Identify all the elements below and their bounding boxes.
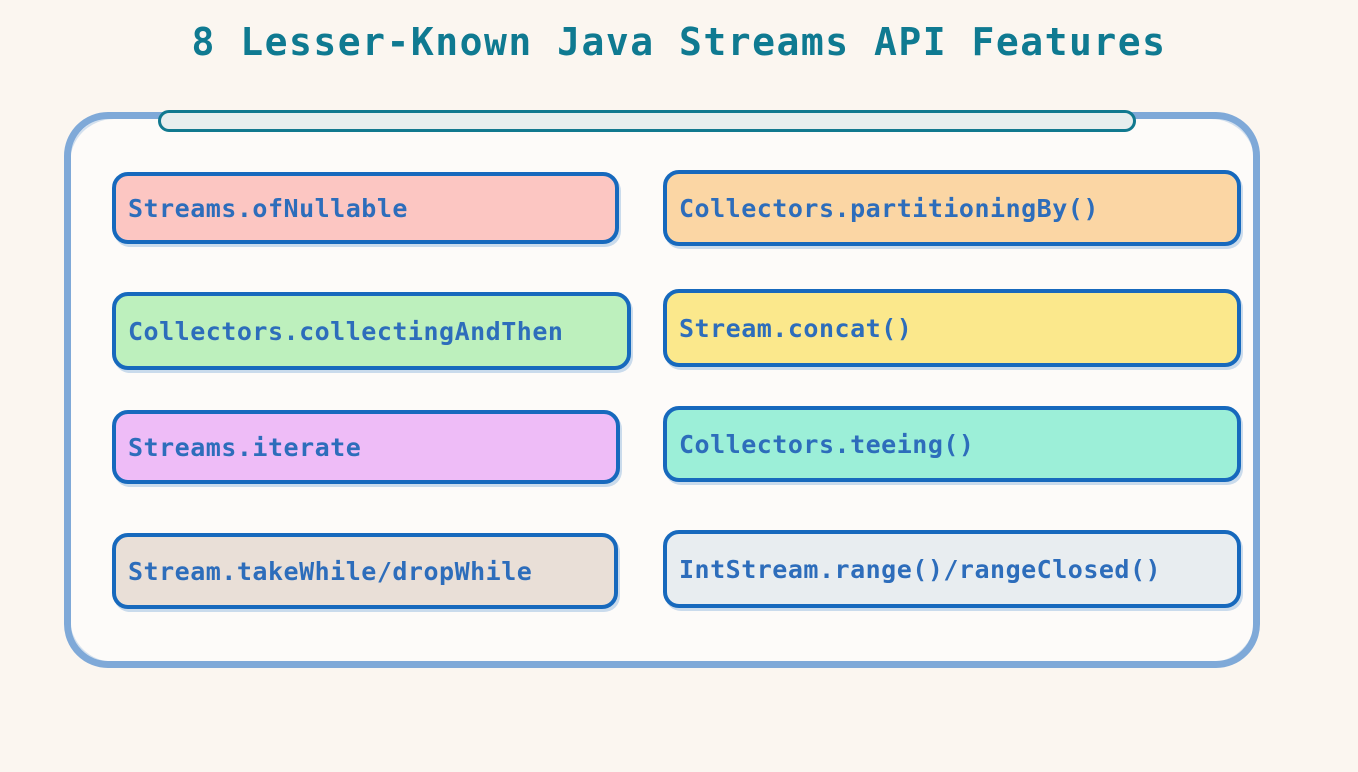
feature-card-stream-concat[interactable]: Stream.concat()	[663, 289, 1241, 367]
feature-card-collectors-collectingandthen[interactable]: Collectors.collectingAndThen	[112, 292, 631, 370]
feature-card-label: Streams.iterate	[128, 432, 362, 462]
feature-card-stream-takewhile-dropwhile[interactable]: Stream.takeWhile/dropWhile	[112, 533, 618, 609]
feature-card-streams-ofnullable[interactable]: Streams.ofNullable	[112, 172, 619, 244]
feature-card-label: IntStream.range()/rangeClosed()	[679, 554, 1162, 584]
feature-card-intstream-range-rangeclosed[interactable]: IntStream.range()/rangeClosed()	[663, 530, 1241, 608]
feature-card-label: Collectors.collectingAndThen	[128, 316, 564, 346]
feature-card-collectors-partitioningby[interactable]: Collectors.partitioningBy()	[663, 170, 1241, 246]
feature-card-label: Stream.takeWhile/dropWhile	[128, 556, 533, 586]
feature-card-label: Collectors.teeing()	[679, 429, 975, 459]
feature-card-label: Streams.ofNullable	[128, 193, 408, 223]
feature-card-label: Collectors.partitioningBy()	[679, 193, 1099, 223]
page-title: 8 Lesser-Known Java Streams API Features	[191, 20, 1167, 64]
feature-card-label: Stream.concat()	[679, 313, 913, 343]
feature-card-streams-iterate[interactable]: Streams.iterate	[112, 410, 620, 484]
feature-grid: Streams.ofNullable Collectors.collecting…	[64, 112, 1260, 668]
header-bar	[158, 110, 1136, 132]
feature-card-collectors-teeing[interactable]: Collectors.teeing()	[663, 406, 1241, 482]
